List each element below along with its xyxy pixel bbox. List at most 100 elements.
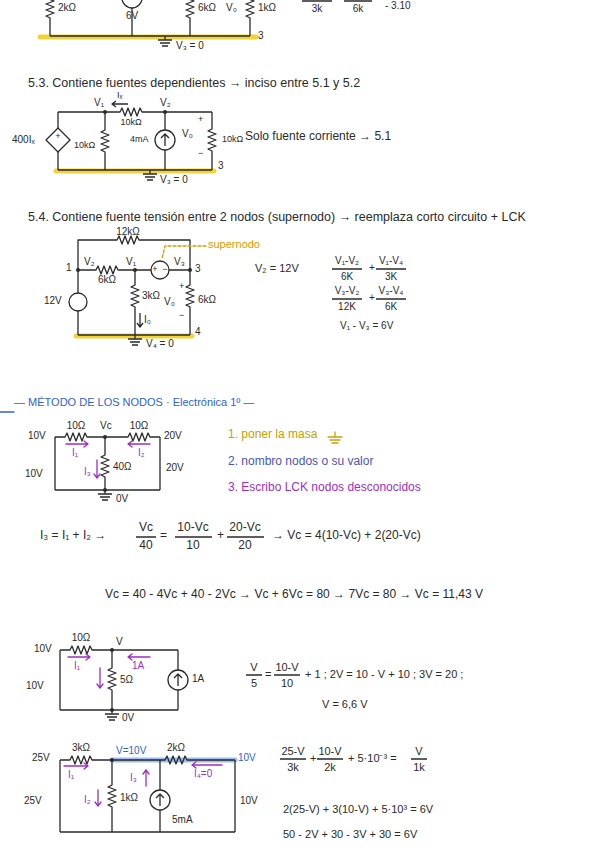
polarity-sign: + — [179, 281, 184, 291]
node-dot — [163, 110, 167, 114]
node-dot — [110, 648, 114, 652]
node-label: V₀ — [164, 296, 175, 308]
component-value: 20V — [164, 430, 182, 442]
current-arrow — [94, 460, 100, 478]
step-note: supernodo — [208, 238, 260, 251]
node-label: V₂ — [160, 97, 171, 109]
current-arrow — [64, 763, 88, 769]
section-rule — [0, 411, 14, 412]
equation-term: 6K — [385, 301, 397, 313]
component-value: 20V — [166, 462, 184, 474]
component-value: 2kΩ — [58, 2, 76, 14]
equation-term: 2(25-V) + 3(10-V) + 5·10³ = 6V — [283, 803, 433, 816]
current-label: I₁ — [68, 769, 74, 781]
ground-symbol — [143, 170, 157, 180]
node-label: V₃ = 0 — [160, 174, 188, 186]
equation-term: 10-V — [318, 745, 341, 758]
component-value: 10Ω — [72, 632, 91, 644]
fraction-bar — [302, 0, 372, 1]
node-label: V — [116, 636, 123, 648]
component-value: 25V — [32, 752, 50, 764]
equation-term: 5 — [251, 677, 257, 690]
equation-term: + 1 ; 2V = 10 - V + 10 ; 3V = 20 ; — [305, 668, 463, 681]
component-value: 3kΩ — [142, 290, 160, 302]
node-dot — [133, 268, 137, 272]
component-value: 10kΩ — [74, 140, 95, 150]
ground-symbol — [328, 432, 342, 443]
current-source-symbol — [161, 112, 169, 170]
equation-term: + — [310, 752, 316, 765]
current-label: I₂ — [138, 447, 145, 459]
wire-path — [58, 169, 212, 170]
equation-term: V = 6,6 V — [322, 698, 368, 711]
wire-path — [58, 108, 212, 116]
polarity-sign: − — [162, 264, 167, 274]
annotation-marks — [0, 246, 342, 806]
step-note: Solo fuente corriente → 5.1 — [245, 130, 391, 144]
node-label: 3 — [258, 30, 264, 42]
node-label: V=10V — [116, 745, 146, 757]
wire-path — [55, 433, 160, 441]
component-value: 6kΩ — [98, 274, 116, 286]
resistor-symbol — [108, 650, 116, 710]
voltage-source-symbol — [122, 0, 142, 8]
component-value: 1kΩ — [120, 792, 138, 804]
wire-path — [60, 756, 235, 764]
polarity-sign: + — [198, 114, 203, 124]
component-value: 1kΩ — [258, 2, 276, 14]
node-label: V₀ — [182, 128, 193, 140]
resistor-symbol — [101, 112, 109, 170]
current-label: Iₓ — [117, 90, 122, 100]
node-dot — [110, 758, 114, 762]
current-arrow — [95, 790, 101, 806]
component-value: 10V — [240, 795, 258, 807]
component-value: 10V — [26, 680, 44, 692]
current-arrow — [68, 654, 90, 660]
current-source-symbol — [168, 670, 188, 690]
component-value: 1A — [192, 673, 204, 685]
current-label: I₀ — [144, 314, 151, 326]
equation-term: 20-Vc — [229, 521, 260, 535]
wire-path — [55, 437, 160, 490]
component-value: 6kΩ — [198, 294, 216, 306]
current-arrow — [128, 441, 150, 447]
current-arrow — [137, 313, 143, 327]
current-source-symbol — [174, 650, 182, 710]
equation-term: 10 — [186, 539, 199, 553]
component-value: 10Ω — [130, 420, 149, 432]
wire-path — [78, 236, 190, 270]
polarity-sign: − — [179, 310, 184, 320]
equation-term: 3K — [385, 271, 397, 283]
section-title: — MÉTODO DE LOS NODOS · Electrónica 1º — — [14, 396, 254, 409]
ground-highlight — [76, 334, 192, 339]
current-source-symbol — [156, 760, 164, 832]
current-arrow — [143, 770, 149, 786]
component-value: 10kΩ — [222, 134, 243, 144]
equation-term: V₂ = 12V — [255, 262, 299, 275]
equation-term: V₃-V₂ — [335, 285, 360, 297]
node-label: 3 — [218, 160, 224, 172]
equation-term: → Vc = 4(10-Vc) + 2(20-Vc) — [272, 529, 421, 543]
component-value: 5Ω — [120, 674, 133, 686]
node-label: V₂ — [84, 256, 95, 268]
node-dot — [103, 435, 107, 439]
resistor-symbol — [101, 437, 109, 490]
equation-term: - 3.10 — [385, 0, 411, 12]
equation-term: 3k — [312, 3, 323, 15]
wire-path — [60, 646, 178, 710]
equation-term: V₃-V₄ — [379, 285, 404, 297]
node-label: 10V — [238, 752, 256, 764]
equation-term: = — [160, 529, 167, 543]
step-note: 3. Escribo LCK nodos desconocidos — [228, 481, 421, 495]
resistor-symbol — [208, 112, 216, 170]
component-value: 12V — [44, 295, 62, 307]
node-dot — [103, 488, 107, 492]
wire-path — [60, 760, 235, 832]
current-label: I₃ — [130, 772, 137, 784]
step-note: 1. poner la masa — [228, 428, 317, 442]
node-label: 1 — [66, 262, 72, 274]
ground-symbol — [128, 335, 142, 345]
component-value: 6kΩ — [198, 2, 216, 14]
node-dot — [103, 110, 107, 114]
equation-term: + — [369, 262, 375, 274]
